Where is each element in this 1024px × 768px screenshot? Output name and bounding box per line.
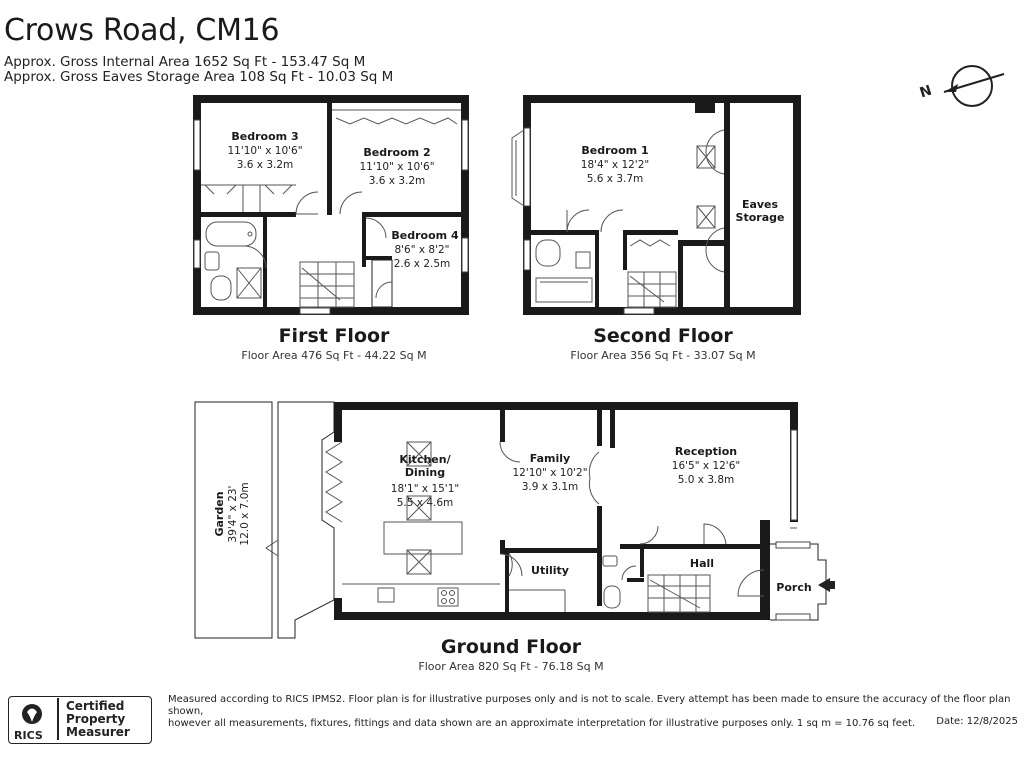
room-label-porch: Porch xyxy=(776,581,811,594)
compass-north-label: N xyxy=(918,83,934,102)
svg-text:Storage: Storage xyxy=(736,211,785,224)
svg-text:5.6 x 3.7m: 5.6 x 3.7m xyxy=(587,173,644,185)
eaves-area-text: Approx. Gross Eaves Storage Area 108 Sq … xyxy=(4,69,394,85)
ground-floor-title: Ground Floor xyxy=(440,636,582,658)
svg-text:5.0 x 3.8m: 5.0 x 3.8m xyxy=(678,474,735,486)
svg-text:3.9 x 3.1m: 3.9 x 3.1m xyxy=(522,481,579,493)
second-floor-title: Second Floor xyxy=(593,325,733,347)
svg-text:12'10" x 10'2": 12'10" x 10'2" xyxy=(512,467,587,479)
svg-text:11'10" x 10'6": 11'10" x 10'6" xyxy=(227,145,302,157)
rics-logo xyxy=(22,704,42,724)
svg-text:18'1" x 15'1": 18'1" x 15'1" xyxy=(391,483,459,495)
disclaimer-text: Measured according to RICS IPMS2. Floor … xyxy=(168,694,1011,729)
room-label-bedroom-2: Bedroom 2 xyxy=(363,146,430,159)
rics-brand-text: RICS xyxy=(14,729,43,742)
svg-text:11'10" x 10'6": 11'10" x 10'6" xyxy=(359,161,434,173)
ground-floor-plan: Kitchen/ Dining 18'1" x 15'1" 5.5 x 4.6m… xyxy=(194,401,835,639)
svg-text:16'5" x 12'6": 16'5" x 12'6" xyxy=(672,460,740,472)
first-floor-plan: Bedroom 3 11'10" x 10'6" 3.6 x 3.2m Bedr… xyxy=(193,95,469,315)
svg-text:8'6" x 8'2": 8'6" x 8'2" xyxy=(394,244,449,256)
svg-text:12.0 x 7.0m: 12.0 x 7.0m xyxy=(239,482,251,545)
svg-text:18'4" x 12'2": 18'4" x 12'2" xyxy=(581,159,649,171)
room-label-bedroom-3: Bedroom 3 xyxy=(231,130,298,143)
svg-text:3.6 x 3.2m: 3.6 x 3.2m xyxy=(369,175,426,187)
first-floor-area: Floor Area 476 Sq Ft - 44.22 Sq M xyxy=(241,349,427,362)
svg-text:39'4" x 23': 39'4" x 23' xyxy=(227,486,239,543)
internal-area-text: Approx. Gross Internal Area 1652 Sq Ft -… xyxy=(4,54,366,70)
date-text: Date: 12/8/2025 xyxy=(936,716,1018,727)
rics-badge xyxy=(8,696,152,744)
room-label-bedroom-4: Bedroom 4 xyxy=(391,229,459,242)
room-label-kitchen-dining: Kitchen/ xyxy=(399,453,451,466)
room-label-bedroom-1: Bedroom 1 xyxy=(581,144,648,157)
svg-text:3.6 x 3.2m: 3.6 x 3.2m xyxy=(237,159,294,171)
room-label-garden: Garden xyxy=(213,491,226,536)
second-floor-area: Floor Area 356 Sq Ft - 33.07 Sq M xyxy=(570,349,756,362)
room-label-hall: Hall xyxy=(690,557,714,570)
svg-text:2.6 x 2.5m: 2.6 x 2.5m xyxy=(394,258,451,270)
room-label-reception: Reception xyxy=(675,445,737,458)
page-title: Crows Road, CM16 xyxy=(4,13,280,48)
second-floor-plan: Bedroom 1 18'4" x 12'2" 5.6 x 3.7m Eaves… xyxy=(511,95,801,315)
room-label-eaves-storage: Eaves xyxy=(742,198,779,211)
room-label-utility: Utility xyxy=(531,564,569,577)
compass-icon: N xyxy=(918,65,1005,107)
first-floor-title: First Floor xyxy=(278,325,390,347)
ground-floor-area: Floor Area 820 Sq Ft - 76.18 Sq M xyxy=(418,660,604,673)
svg-text:Dining: Dining xyxy=(405,466,445,479)
rics-badge-divider xyxy=(57,698,59,740)
rics-badge-label: Certified Property Measurer xyxy=(66,699,130,739)
room-label-family: Family xyxy=(530,452,570,465)
svg-text:5.5 x 4.6m: 5.5 x 4.6m xyxy=(397,497,454,509)
